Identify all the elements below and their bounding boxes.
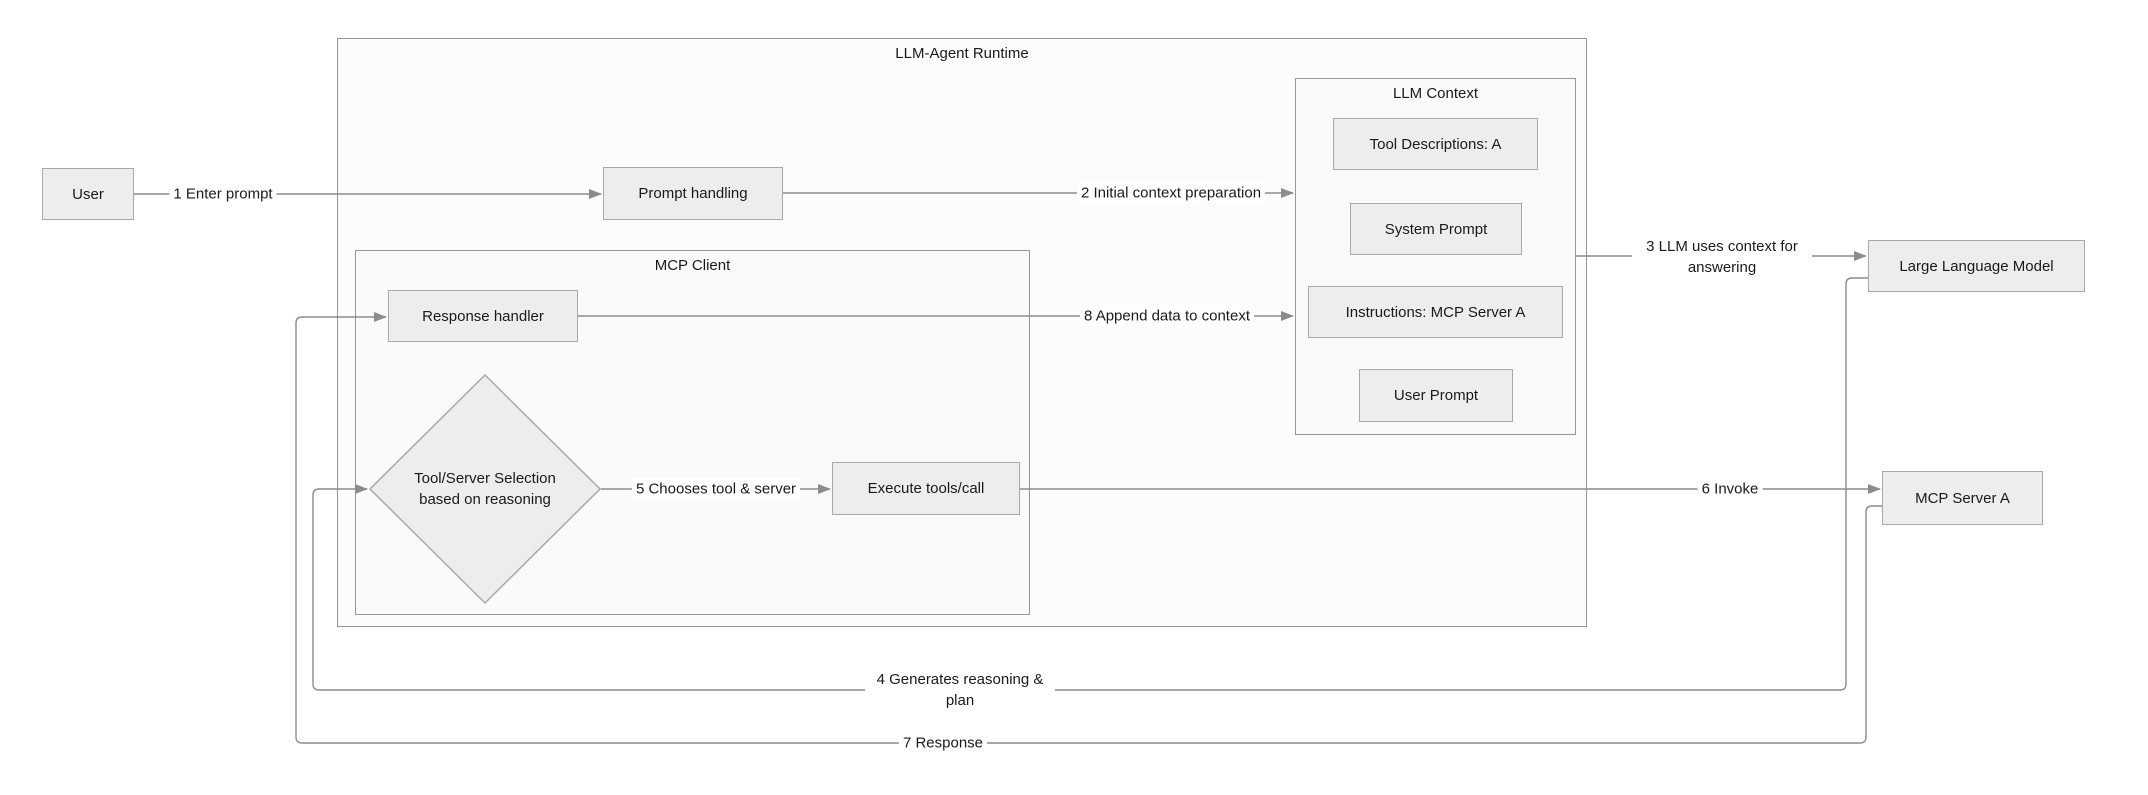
node-instructions-mcp-server-a: Instructions: MCP Server A: [1308, 286, 1563, 338]
node-large-language-model-label: Large Language Model: [1899, 257, 2054, 275]
node-tool-descriptions: Tool Descriptions: A: [1333, 118, 1538, 170]
node-user-label: User: [72, 185, 104, 203]
edge-generates-reasoning-plan: [312, 277, 1868, 691]
node-user: User: [42, 168, 134, 220]
node-prompt-handling: Prompt handling: [603, 167, 783, 220]
node-response-handler-label: Response handler: [422, 307, 544, 325]
node-execute-tools-call-label: Execute tools/call: [867, 480, 985, 497]
edge-label-chooses-tool-server: 5 Chooses tool & server: [631, 478, 801, 500]
node-execute-tools-call: Execute tools/call: [832, 462, 1020, 515]
node-large-language-model: Large Language Model: [1868, 240, 2085, 292]
node-response-handler: Response handler: [388, 290, 578, 342]
container-title-llm-agent-runtime: LLM-Agent Runtime: [895, 45, 1029, 62]
node-system-prompt: System Prompt: [1350, 203, 1522, 255]
edge-label-invoke: 6 Invoke: [1697, 478, 1763, 500]
node-prompt-handling-label: Prompt handling: [638, 185, 748, 202]
edge-label-generates-reasoning-plan: 4 Generates reasoning & plan: [865, 668, 1055, 712]
edge-label-initial-context-preparation: 2 Initial context preparation: [1076, 182, 1266, 204]
node-mcp-server-a: MCP Server A: [1882, 471, 2043, 525]
edge-response: [295, 312, 1882, 744]
diamond-shape: [369, 374, 601, 604]
edge-label-llm-uses-context: 3 LLM uses context for answering: [1632, 235, 1812, 279]
container-title-llm-context: LLM Context: [1392, 85, 1479, 102]
edge-label-enter-prompt: 1 Enter prompt: [169, 183, 277, 205]
node-user-prompt-label: User Prompt: [1393, 387, 1479, 404]
container-title-mcp-client: MCP Client: [654, 257, 731, 274]
edge-label-append-data-to-context: 8 Append data to context: [1080, 305, 1254, 327]
node-tool-server-selection: Tool/Server Selection based on reasoning: [369, 374, 601, 604]
node-system-prompt-label: System Prompt: [1384, 220, 1488, 238]
node-instructions-mcp-server-a-label: Instructions: MCP Server A: [1345, 303, 1526, 321]
node-user-prompt: User Prompt: [1359, 369, 1513, 422]
node-tool-descriptions-label: Tool Descriptions: A: [1369, 135, 1502, 153]
node-tool-server-selection-label: Tool/Server Selection based on reasoning: [414, 470, 556, 508]
node-mcp-server-a-label: MCP Server A: [1915, 489, 2010, 507]
edge-label-response: 7 Response: [898, 732, 988, 754]
